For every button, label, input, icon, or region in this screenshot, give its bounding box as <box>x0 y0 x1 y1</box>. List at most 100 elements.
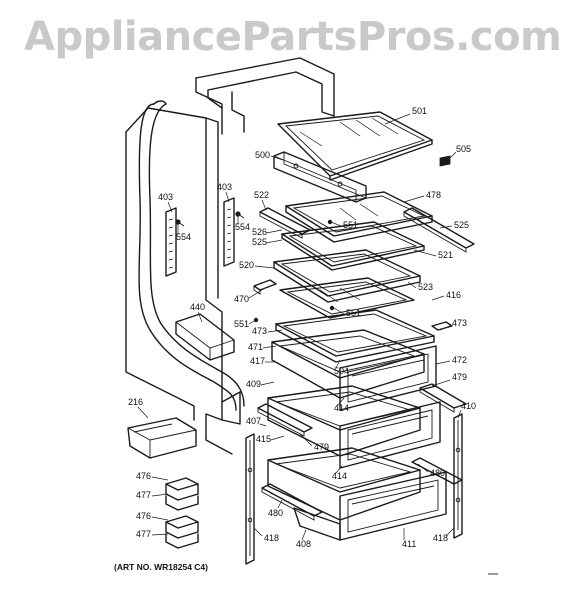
leader-line <box>384 113 411 125</box>
callout-c415: 415 <box>256 434 285 444</box>
clip-505 <box>439 155 451 167</box>
leader-line <box>253 527 263 537</box>
slide-479-upper <box>419 383 467 413</box>
part-number-label: 525 <box>454 220 469 230</box>
cover-440 <box>175 313 235 361</box>
leader-line <box>265 239 283 244</box>
callout-c477a: 477 <box>136 490 169 500</box>
side-rail-left <box>245 433 255 565</box>
leader-line <box>335 359 341 369</box>
callout-c477b: 477 <box>136 529 169 539</box>
callout-c551c: 551 <box>234 319 257 329</box>
shelf-ladder-right <box>223 197 235 267</box>
frame-416 <box>275 309 435 363</box>
screw-554-b <box>175 219 185 227</box>
callout-c525a: 525 <box>439 220 469 230</box>
drawer-front-472 <box>339 345 437 411</box>
part-number-label: 473 <box>452 318 467 328</box>
part-number-label: 479 <box>452 372 467 382</box>
part-number-label: 471 <box>248 342 263 352</box>
retainer-473 <box>431 321 453 331</box>
drawer-414-lower <box>267 447 421 521</box>
leader-line <box>439 225 453 229</box>
leader-line <box>261 199 267 211</box>
part-number-label: 409 <box>246 379 261 389</box>
small-bin-476-b <box>165 515 199 539</box>
part-number-label: 403 <box>217 182 232 192</box>
shelf-ladder-left <box>165 207 177 277</box>
glass-shelf-521 <box>281 221 425 271</box>
callout-c479a: 479 <box>431 372 467 387</box>
leader-line <box>330 221 342 227</box>
rail-525 <box>403 207 475 253</box>
part-number-label: 472 <box>452 355 467 365</box>
leader-line <box>270 155 284 161</box>
callout-c520: 520 <box>239 260 275 270</box>
screw-554-a <box>235 211 245 219</box>
leader-line <box>248 289 263 299</box>
callout-c505: 505 <box>447 144 471 161</box>
callout-c501: 501 <box>384 106 427 125</box>
callout-c440: 440 <box>190 302 205 323</box>
callout-c476b: 476 <box>136 511 169 521</box>
callout-c500: 500 <box>255 150 284 161</box>
shelf-frame-478 <box>285 191 433 243</box>
leader-line <box>197 311 203 323</box>
slide-479-lower <box>257 403 313 437</box>
part-number-label: 416 <box>446 290 461 300</box>
callout-c403a: 403 <box>158 192 173 213</box>
callout-c523: 523 <box>407 281 433 292</box>
callout-c478: 478 <box>403 190 441 203</box>
part-number-label: 505 <box>456 144 471 154</box>
part-number-label: 520 <box>239 260 254 270</box>
leader-line <box>259 423 267 427</box>
callout-c471: 471 <box>248 342 277 352</box>
part-number-label: 477 <box>136 490 151 500</box>
part-number-label: 414 <box>334 403 349 413</box>
part-number-label: 523 <box>418 282 433 292</box>
leader-line <box>260 381 275 386</box>
callout-c504: 504 <box>334 359 349 376</box>
part-number-label: 554 <box>235 222 250 232</box>
callout-c476a: 476 <box>136 471 169 481</box>
callout-c473a: 473 <box>439 318 467 331</box>
callout-c479b: 479 <box>299 433 329 452</box>
callout-c416: 416 <box>431 290 461 301</box>
part-number-label: 480 <box>430 468 445 478</box>
leader-line <box>225 191 230 203</box>
callout-c521: 521 <box>413 249 453 260</box>
callout-c418b: 418 <box>433 527 455 543</box>
part-number-label: 478 <box>426 190 441 200</box>
leader-line <box>299 433 313 447</box>
leader-line <box>151 516 169 521</box>
leader-line <box>151 493 169 497</box>
part-number-label: 403 <box>158 192 173 202</box>
part-number-label: 554 <box>176 232 191 242</box>
part-number-label: 414 <box>332 471 347 481</box>
callout-c418a: 418 <box>253 527 279 543</box>
shelf-rim-520 <box>273 249 421 303</box>
glass-shelf-523 <box>279 277 415 319</box>
callout-c470: 470 <box>234 289 263 304</box>
part-number-label: 440 <box>190 302 205 312</box>
shelf-bracket-500 <box>273 151 367 203</box>
leader-line <box>431 295 445 301</box>
cabinet-liner <box>125 57 335 455</box>
leader-line <box>431 379 451 387</box>
callout-c551a: 551 <box>330 220 358 230</box>
callout-c411: 411 <box>402 528 416 549</box>
leader-line <box>151 476 169 481</box>
small-bin-476-a <box>165 477 199 501</box>
leader-line <box>270 435 285 441</box>
callout-c414a: 414 <box>334 397 349 413</box>
callout-c554b: 554 <box>176 224 191 242</box>
leader-line <box>337 397 345 406</box>
leader-line <box>403 195 425 203</box>
part-number-label: 551 <box>234 319 249 329</box>
leader-line <box>265 229 283 234</box>
callout-c414b: 414 <box>332 465 347 481</box>
leader-line <box>248 319 257 325</box>
callout-c409: 409 <box>246 379 275 389</box>
watermark-logo: AppliancePartsPros.com <box>24 14 561 60</box>
part-number-label: 479 <box>314 442 329 452</box>
